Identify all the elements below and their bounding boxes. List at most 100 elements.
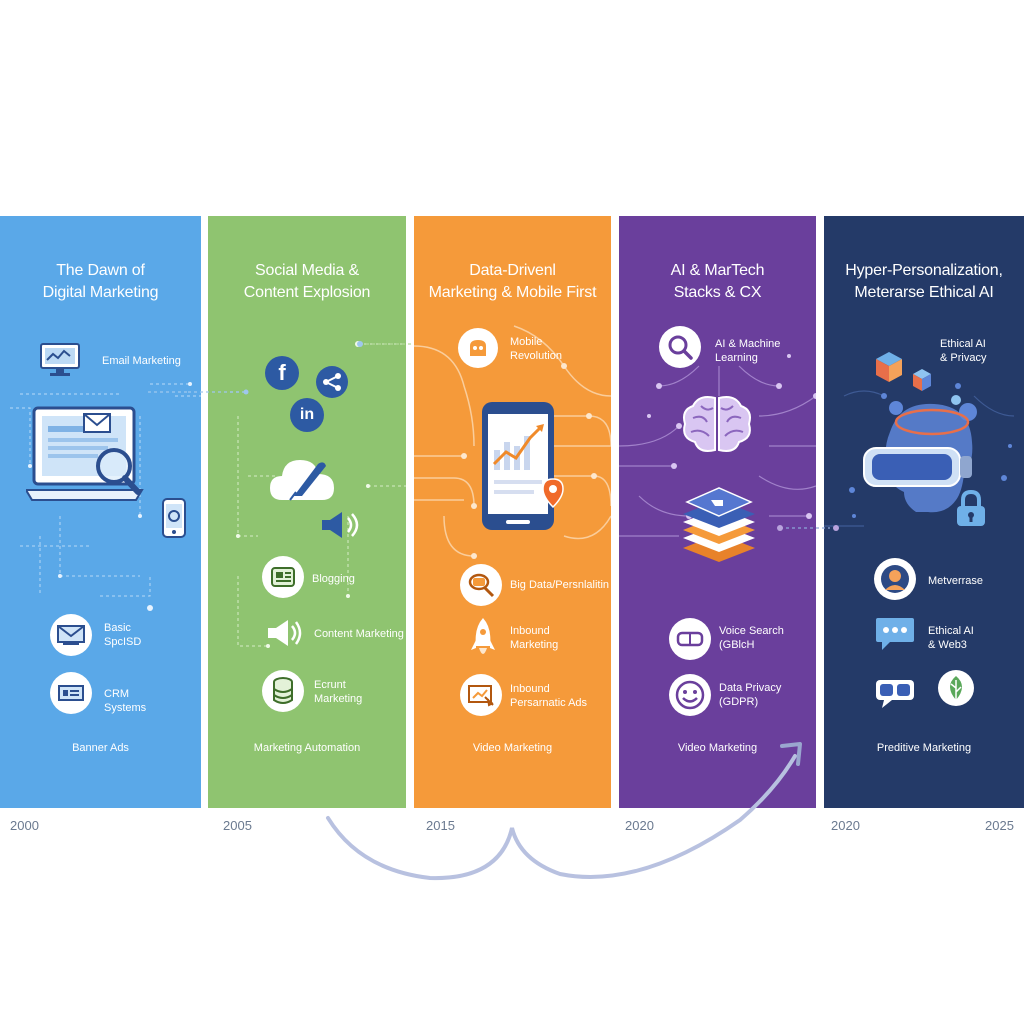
label-email-marketing: Ecrunt Marketing — [314, 678, 362, 706]
lock-icon — [954, 490, 988, 528]
label-line: Ecrunt — [314, 679, 346, 691]
smartphone-chart-icon — [480, 400, 560, 534]
ads-icon — [460, 674, 502, 716]
cube-icon — [912, 368, 932, 392]
panel-footer: Preditive Marketing — [876, 742, 972, 754]
label-data-privacy: Data Privacy (GDPR) — [719, 681, 781, 709]
mobile-icon — [458, 328, 498, 368]
vr-goggles-icon — [669, 618, 711, 660]
panel-footer: Video Marketing — [677, 742, 758, 754]
label-line: Inbound — [510, 625, 550, 637]
label-line: AI & Machine — [715, 338, 781, 350]
chat-icon — [874, 616, 916, 652]
label-line: Ethical AI — [928, 625, 974, 637]
label-ai-machine-learning: AI & Machine Learning — [715, 337, 780, 365]
cloud-quill-icon — [268, 452, 338, 508]
vr-glasses-icon — [874, 676, 916, 710]
panel-title: The Dawn of Digital Marketing — [0, 260, 201, 304]
share-icon — [316, 366, 348, 398]
title-line-1: Data-Drivenl — [469, 262, 556, 279]
label-ethical-ai-web3: Ethical AI & Web3 — [928, 624, 974, 652]
title-line-2: Digital Marketing — [42, 284, 159, 301]
panel-footer: Banner Ads — [72, 742, 129, 754]
smiley-icon — [669, 674, 711, 716]
brain-icon — [679, 392, 755, 458]
panel-title: Data-Drivenl Marketing & Mobile First — [414, 260, 611, 304]
panel-footer: Video Marketing — [472, 742, 553, 754]
cube-icon — [874, 350, 904, 384]
monitor-icon — [40, 342, 80, 378]
laptop-email-icon — [26, 404, 156, 522]
linkedin-icon: in — [290, 398, 324, 432]
label-blogging: Blogging — [312, 573, 355, 585]
title-line-1: The Dawn of — [56, 262, 145, 279]
panel-title: Social Media & Content Explosion — [208, 260, 406, 304]
bigdata-icon — [460, 564, 502, 606]
label-ads: Inbound Persarnatic Ads — [510, 682, 587, 710]
panel-title: AI & MarTech Stacks & CX — [619, 260, 816, 304]
label-line: Mobile — [510, 336, 543, 348]
leaf-icon — [938, 670, 974, 706]
label-voice-search: Voice Search (GBlcH — [719, 624, 784, 652]
year-label: 2020 — [831, 818, 860, 833]
label-line: SpcISD — [104, 636, 142, 648]
panel-social-media: Social Media & Content Explosion f in — [208, 216, 406, 808]
circuit-lines — [236, 341, 406, 648]
label-basic-seo: Basic SpcISD — [104, 621, 141, 649]
label-line: Marketing — [510, 639, 559, 651]
avatar-icon — [874, 558, 916, 600]
vr-headset-icon — [860, 392, 990, 522]
label-line: Revolution — [510, 350, 562, 362]
label-big-data: Big Data/Persnlalitin — [510, 579, 610, 591]
title-line-1: Hyper-Personalization, — [845, 262, 1003, 279]
year-label: 2025 — [985, 818, 1014, 833]
title-line-2: Stacks & CX — [673, 284, 762, 301]
speaker-icon — [318, 510, 362, 540]
database-icon — [262, 670, 304, 712]
label-line: (GBlcH — [719, 639, 755, 651]
label-line: Systems — [104, 702, 147, 714]
layer-stack-icon — [679, 482, 759, 582]
label-line: & Web3 — [928, 639, 967, 651]
label-line: Marketing — [314, 693, 363, 705]
location-pin-icon — [542, 478, 564, 508]
panel-footer: Marketing Automation — [253, 742, 361, 754]
label-line: Ethical AI — [940, 338, 986, 350]
year-label: 2000 — [10, 818, 39, 833]
label-line: & Privacy — [940, 352, 987, 364]
title-line-1: Social Media & — [255, 262, 359, 279]
year-label: 2020 — [625, 818, 654, 833]
label-content-marketing: Content Marketing — [314, 628, 404, 640]
title-line-2: Marketing & Mobile First — [428, 284, 597, 301]
title-line-1: AI & MarTech — [670, 262, 765, 279]
label-inbound-marketing: Inbound Marketing — [510, 624, 558, 652]
label-mobile-revolution: Mobile Revolution — [510, 335, 562, 363]
panel-ai-martech: AI & MarTech Stacks & CX AI & Machine — [619, 216, 816, 808]
megaphone-icon — [264, 618, 304, 648]
year-label: 2015 — [426, 818, 455, 833]
label-line: Basic — [104, 622, 131, 634]
label-ethical-ai-privacy: Ethical AI & Privacy — [940, 337, 986, 365]
label-line: Persarnatic Ads — [510, 697, 588, 709]
linkedin-glyph: in — [299, 406, 315, 423]
panel-dawn-of-digital-marketing: The Dawn of Digital Marketing Em — [0, 216, 201, 808]
label-metaverse: Metverrase — [928, 575, 984, 587]
label-line: CRM — [104, 688, 130, 700]
label-line: Data Privacy — [719, 682, 782, 694]
crm-icon — [50, 672, 92, 714]
title-line-2: Meterarse Ethical AI — [854, 284, 994, 301]
mail-icon — [50, 614, 92, 656]
facebook-icon: f — [265, 356, 299, 390]
search-icon — [659, 326, 701, 368]
panel-hyper-personalization: Hyper-Personalization, Meterarse Ethical… — [824, 216, 1024, 808]
phone-icon — [162, 498, 186, 538]
label-email-marketing: Email Marketing — [102, 355, 181, 367]
label-crm-systems: CRM Systems — [104, 687, 146, 715]
label-line: Voice Search — [719, 625, 784, 637]
facebook-glyph: f — [278, 360, 286, 385]
blog-icon — [262, 556, 304, 598]
rocket-icon — [470, 616, 496, 662]
label-line: Inbound — [510, 683, 550, 695]
title-line-2: Content Explosion — [243, 284, 371, 301]
